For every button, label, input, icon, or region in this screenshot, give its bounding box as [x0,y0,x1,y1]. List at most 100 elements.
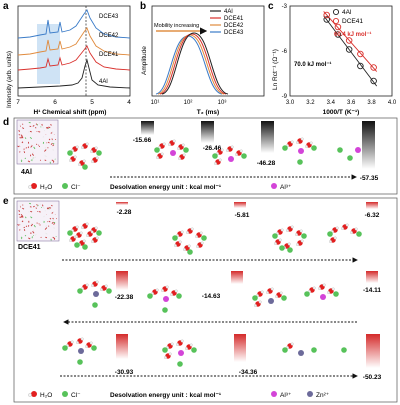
chloride-ion [297,159,303,165]
panel-b-xtick: 10³ [218,100,227,106]
panel-b-curve-4al [161,32,229,95]
md-molecule [50,142,53,146]
md-molecule [27,131,30,133]
md-molecule [39,159,42,161]
hydrogen-atom [279,291,283,295]
legend-marker [28,393,32,397]
hydrogen-atom [195,235,198,238]
md-molecule [50,132,53,134]
legend-4al: 4Al [99,79,108,85]
md-molecule [50,124,52,126]
hydrogen-atom [226,149,229,152]
energy-bar [201,121,214,143]
hydrogen-atom [75,145,79,149]
hydrogen-atom [290,225,294,229]
md-molecule [29,159,32,162]
data-point [323,16,330,23]
chloride-ion [287,247,293,253]
energy-value: -5.81 [235,212,250,219]
hydrogen-atom [81,226,84,229]
panel-d-clusters [67,137,361,170]
md-molecule [29,136,33,140]
md-molecule [30,145,33,148]
chloride-ion [304,291,310,297]
chloride-ion [282,145,288,151]
legend-water: H₂O [40,392,52,399]
aluminum-ion [228,156,234,162]
aluminum-ion [163,296,169,302]
panel-b-xlabel: T₂ (ms) [197,109,219,116]
hydrogen-atom [254,304,257,307]
hydrogen-atom [345,223,349,227]
hydrogen-atom [69,159,72,162]
panel-c-ytick: -6 [282,49,288,55]
panel-d-md-snapshot [17,121,57,164]
aluminum-ion [355,147,361,153]
data-point [334,23,342,31]
zinc-ion [298,350,304,356]
md-molecule [24,216,27,219]
chloride-ion [162,347,168,353]
hydrogen-atom [286,229,289,232]
chloride-ion [96,230,102,236]
legend-aluminum: Al³⁺ [280,392,292,399]
legend-marker [271,183,277,189]
panel-a-spectrum-dce42 [17,27,131,56]
hydrogen-atom [174,289,178,293]
hydrogen-atom [274,242,277,245]
md-molecule [50,204,53,207]
chloride-ion [311,145,317,151]
hydrogen-atom [82,239,86,243]
hydrogen-atom [280,228,284,232]
panel-e-frame [13,197,398,403]
chloride-ion [74,242,80,248]
energy-bar [362,121,375,169]
energy-bar [141,121,154,135]
data-point [370,64,377,71]
panel-c-annotation-black: 70.0 kJ mol⁻¹ [294,61,332,68]
md-molecule [19,133,21,135]
md-molecule [44,155,47,158]
md-molecule [28,211,30,213]
md-molecule [40,236,42,239]
md-molecule [20,236,23,239]
hydrogen-atom [230,145,234,149]
hydrogen-atom [305,145,308,148]
legend-unit-text: Desolvation energy unit : kcal mol⁻¹ [110,392,221,399]
md-molecule [52,218,55,222]
md-molecule [51,159,54,162]
md-molecule [44,149,47,152]
md-molecule [48,220,51,223]
chloride-ion [337,147,343,153]
panel-a-spectrum-dce41 [17,45,131,71]
md-molecule [52,217,54,220]
chloride-ion [106,288,112,294]
hydrogen-atom [82,159,86,163]
panel-a-xtick: 4 [127,99,131,106]
panel-a-ylabel: Intensity (arb. units) [6,51,13,108]
energy-bar [116,334,128,359]
legend-dce41: DCE41 [342,18,363,25]
hydrogen-atom [189,343,193,347]
hydrogen-atom [329,240,332,243]
fit-line [323,15,378,87]
chloride-ion [252,295,258,301]
md-molecule [33,224,36,228]
hydrogen-atom [176,343,179,346]
zinc-ion [268,298,274,304]
hydrogen-atom [270,287,274,291]
md-molecule [52,236,55,239]
md-molecule [33,146,36,150]
data-point [357,50,364,58]
aluminum-ion [178,350,184,356]
hydrogen-atom [95,156,99,160]
panel-e-md-box [16,200,60,242]
chloride-ion [191,347,197,353]
hydrogen-atom [85,222,89,226]
md-molecule [48,126,51,129]
md-molecule [30,210,33,213]
energy-bar [116,202,128,205]
md-molecule [45,236,48,239]
energy-value: -14.11 [363,287,381,294]
panel-d-legend: H₂O Cl⁻ Desolvation energy unit : kcal m… [28,183,292,191]
